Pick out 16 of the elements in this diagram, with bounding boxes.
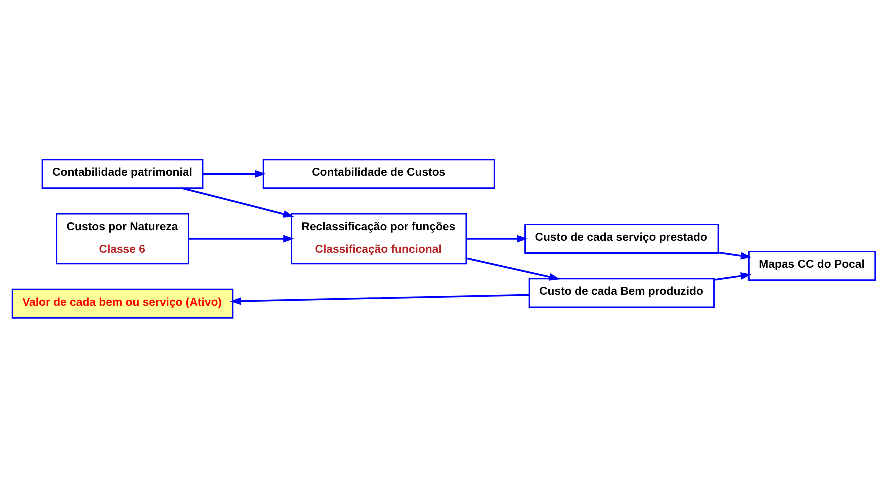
node-box: Contabilidade de Custos <box>262 158 496 189</box>
node-box: Custo de cada Bem produzido <box>528 278 715 308</box>
arrow <box>182 187 294 218</box>
arrow <box>466 234 528 242</box>
node-box: Mapas CC do Pocal <box>748 250 876 281</box>
arrow <box>188 234 294 242</box>
arrow <box>466 257 560 280</box>
arrow <box>714 272 752 280</box>
node-box: Contabilidade patrimonial <box>42 158 204 189</box>
arrow <box>203 170 266 178</box>
arrow <box>718 251 752 260</box>
node-box: Reclassificação por funções Classificação funcional <box>291 212 468 264</box>
arrow <box>230 294 530 305</box>
node-box: Custo de cada serviço prestado <box>524 224 720 254</box>
node-box: Valor de cada bem ou serviço (Ativo) <box>12 288 234 318</box>
node-box: Custos por Natureza Classe 6 <box>56 212 190 264</box>
